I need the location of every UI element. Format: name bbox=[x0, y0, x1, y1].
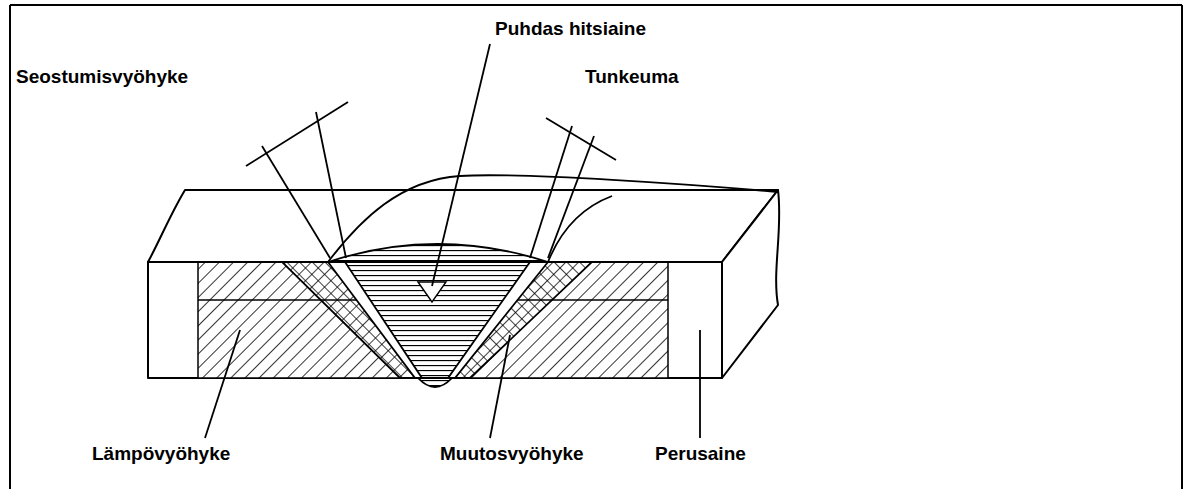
part-label: Tunkeuma bbox=[583, 66, 681, 89]
part-label: Puhdas hitsiaine bbox=[493, 18, 648, 41]
base-block bbox=[148, 190, 779, 378]
change-zone bbox=[282, 262, 592, 378]
weld-metal bbox=[328, 244, 548, 387]
fusion-zone bbox=[328, 262, 548, 378]
part-label: Muutosvyöhyke bbox=[438, 443, 586, 466]
frame bbox=[10, 5, 1182, 489]
surface-edge bbox=[148, 261, 722, 263]
leader-lines bbox=[205, 44, 700, 438]
part-label: Lämpövyöhyke bbox=[90, 443, 232, 466]
part-label: Seostumisvyöhyke bbox=[14, 66, 190, 89]
part-label: Perusaine bbox=[653, 443, 748, 466]
